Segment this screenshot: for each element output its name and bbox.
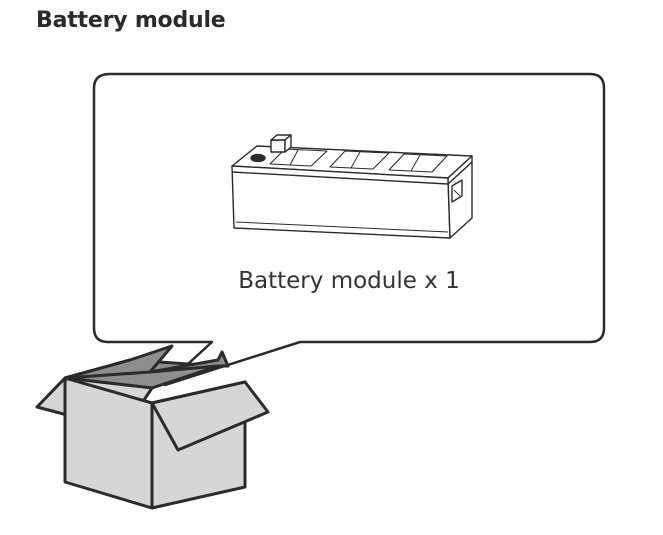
open-box-icon	[35, 344, 270, 510]
item-label: Battery module x 1	[238, 268, 460, 294]
battery-module-icon	[231, 134, 473, 239]
section-title: Battery module	[36, 8, 226, 33]
